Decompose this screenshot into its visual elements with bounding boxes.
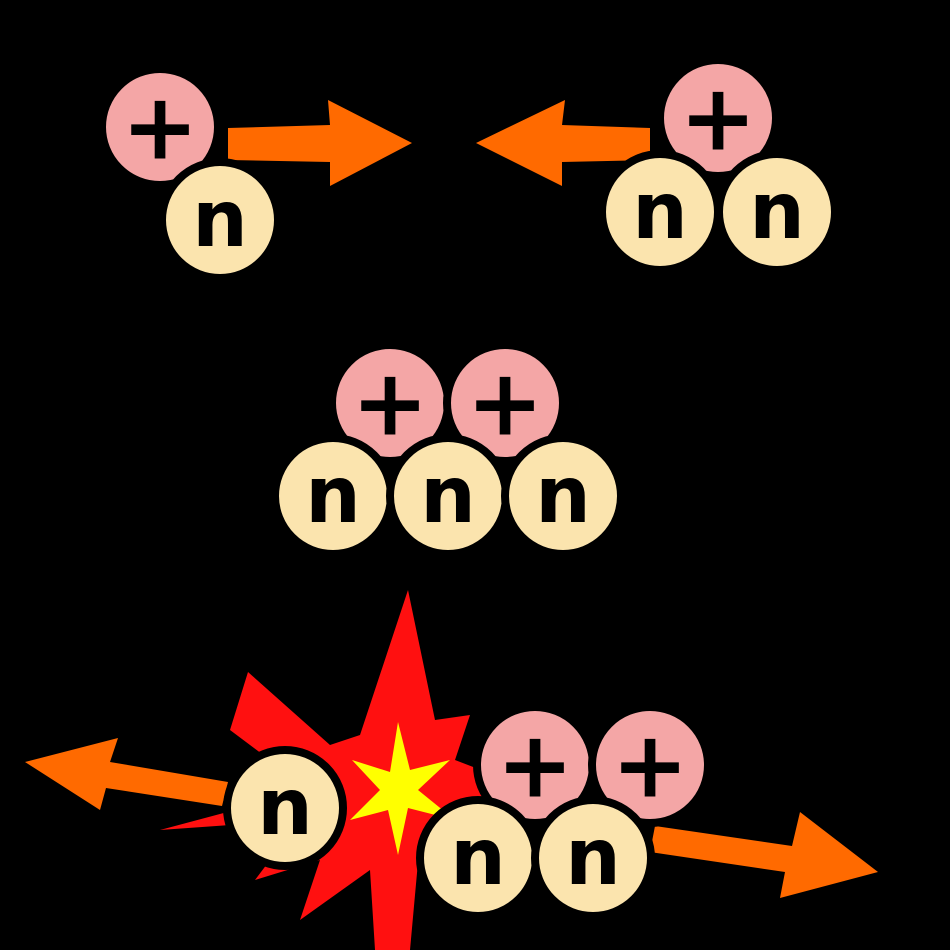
neutron-symbol: n [450,813,506,903]
neutron-body [531,796,655,920]
proton-body [656,56,780,180]
proton-symbol: + [496,712,573,819]
proton: + [443,341,567,465]
neutron-symbol: n [632,167,688,257]
proton-symbol: + [679,65,756,172]
neutron: n [271,434,395,558]
proton: + [98,65,222,189]
neutron: n [501,434,625,558]
free-neutron: n [223,746,347,870]
neutron: n [715,150,839,274]
neutron: n [531,796,655,920]
burst-inner [350,722,455,855]
neutron: n [416,796,540,920]
neutron-body [223,746,347,870]
burst-outer [160,590,520,950]
neutron-body [501,434,625,558]
neutron: n [598,150,722,274]
neutron-body [715,150,839,274]
proton: + [588,703,712,827]
tritium-nucleus: + n n [598,56,839,274]
neutron: n [386,434,510,558]
compound-nucleus: + + n n n [271,341,625,558]
proton-symbol: + [611,712,688,819]
neutron-symbol: n [257,763,313,853]
neutron-symbol: n [535,451,591,541]
neutron-symbol: n [749,167,805,257]
proton-body [588,703,712,827]
neutron-symbol: n [420,451,476,541]
neutron-symbol: n [565,813,621,903]
proton: + [656,56,780,180]
neutron-symbol: n [305,451,361,541]
proton-symbol: + [121,74,198,181]
proton: + [328,341,452,465]
deuterium-nucleus: + n [98,65,282,282]
arrow-deuterium-right [228,100,412,186]
neutron-body [158,158,282,282]
proton-symbol: + [466,350,543,457]
arrow-tritium-left [476,100,650,186]
neutron-symbol: n [192,175,248,265]
energy-burst [160,590,520,950]
neutron: n [158,158,282,282]
proton-body [98,65,222,189]
proton-symbol: + [351,350,428,457]
helium-nucleus: + + n n [416,703,712,920]
motion-arrows [25,100,878,898]
arrow-neutron-left [25,738,228,810]
arrow-helium-right [650,812,878,898]
proton-body [443,341,567,465]
